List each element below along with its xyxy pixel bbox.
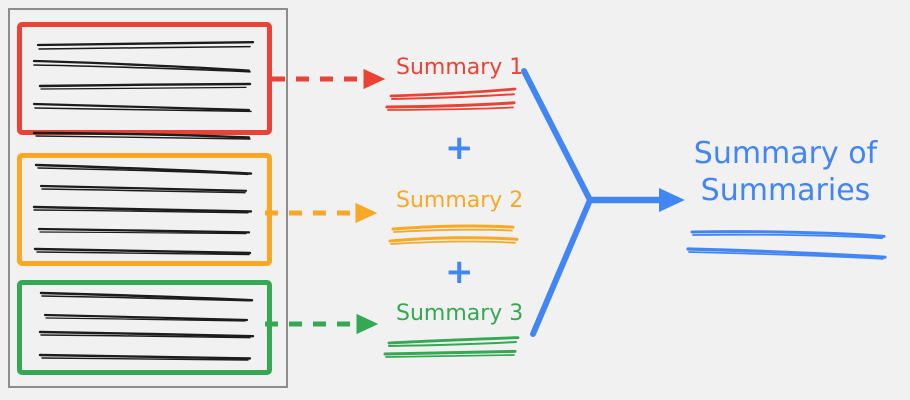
merge-branch-bottom [530, 197, 593, 337]
plus-operator-1: + [445, 128, 474, 168]
final-output-squiggles [686, 230, 887, 260]
document-group-3-text-lines [38, 291, 255, 361]
summary-2-label: Summary 2 [396, 188, 524, 213]
plus-operator-2: + [445, 252, 474, 292]
document-group-2-box[interactable] [17, 153, 272, 266]
merge-arrow-blue [521, 68, 593, 337]
final-output-title: Summary of Summaries [688, 136, 883, 209]
document-group-1-box[interactable] [17, 22, 272, 135]
final-output-title-line-1: Summary of [693, 136, 878, 171]
summary-3-squiggles [383, 336, 520, 358]
summary-2-squiggles [388, 224, 519, 245]
final-output-title-line-2: Summaries [700, 172, 871, 208]
document-group-2-text-lines [32, 163, 253, 256]
merge-branch-top [521, 68, 593, 203]
summary-1-squiggles [385, 87, 517, 111]
summary-1-label: Summary 1 [396, 55, 524, 80]
summary-3-label: Summary 3 [396, 301, 524, 326]
document-group-3-box[interactable] [17, 280, 272, 375]
source-documents-container [8, 8, 288, 388]
document-group-1-text-lines [32, 41, 255, 140]
